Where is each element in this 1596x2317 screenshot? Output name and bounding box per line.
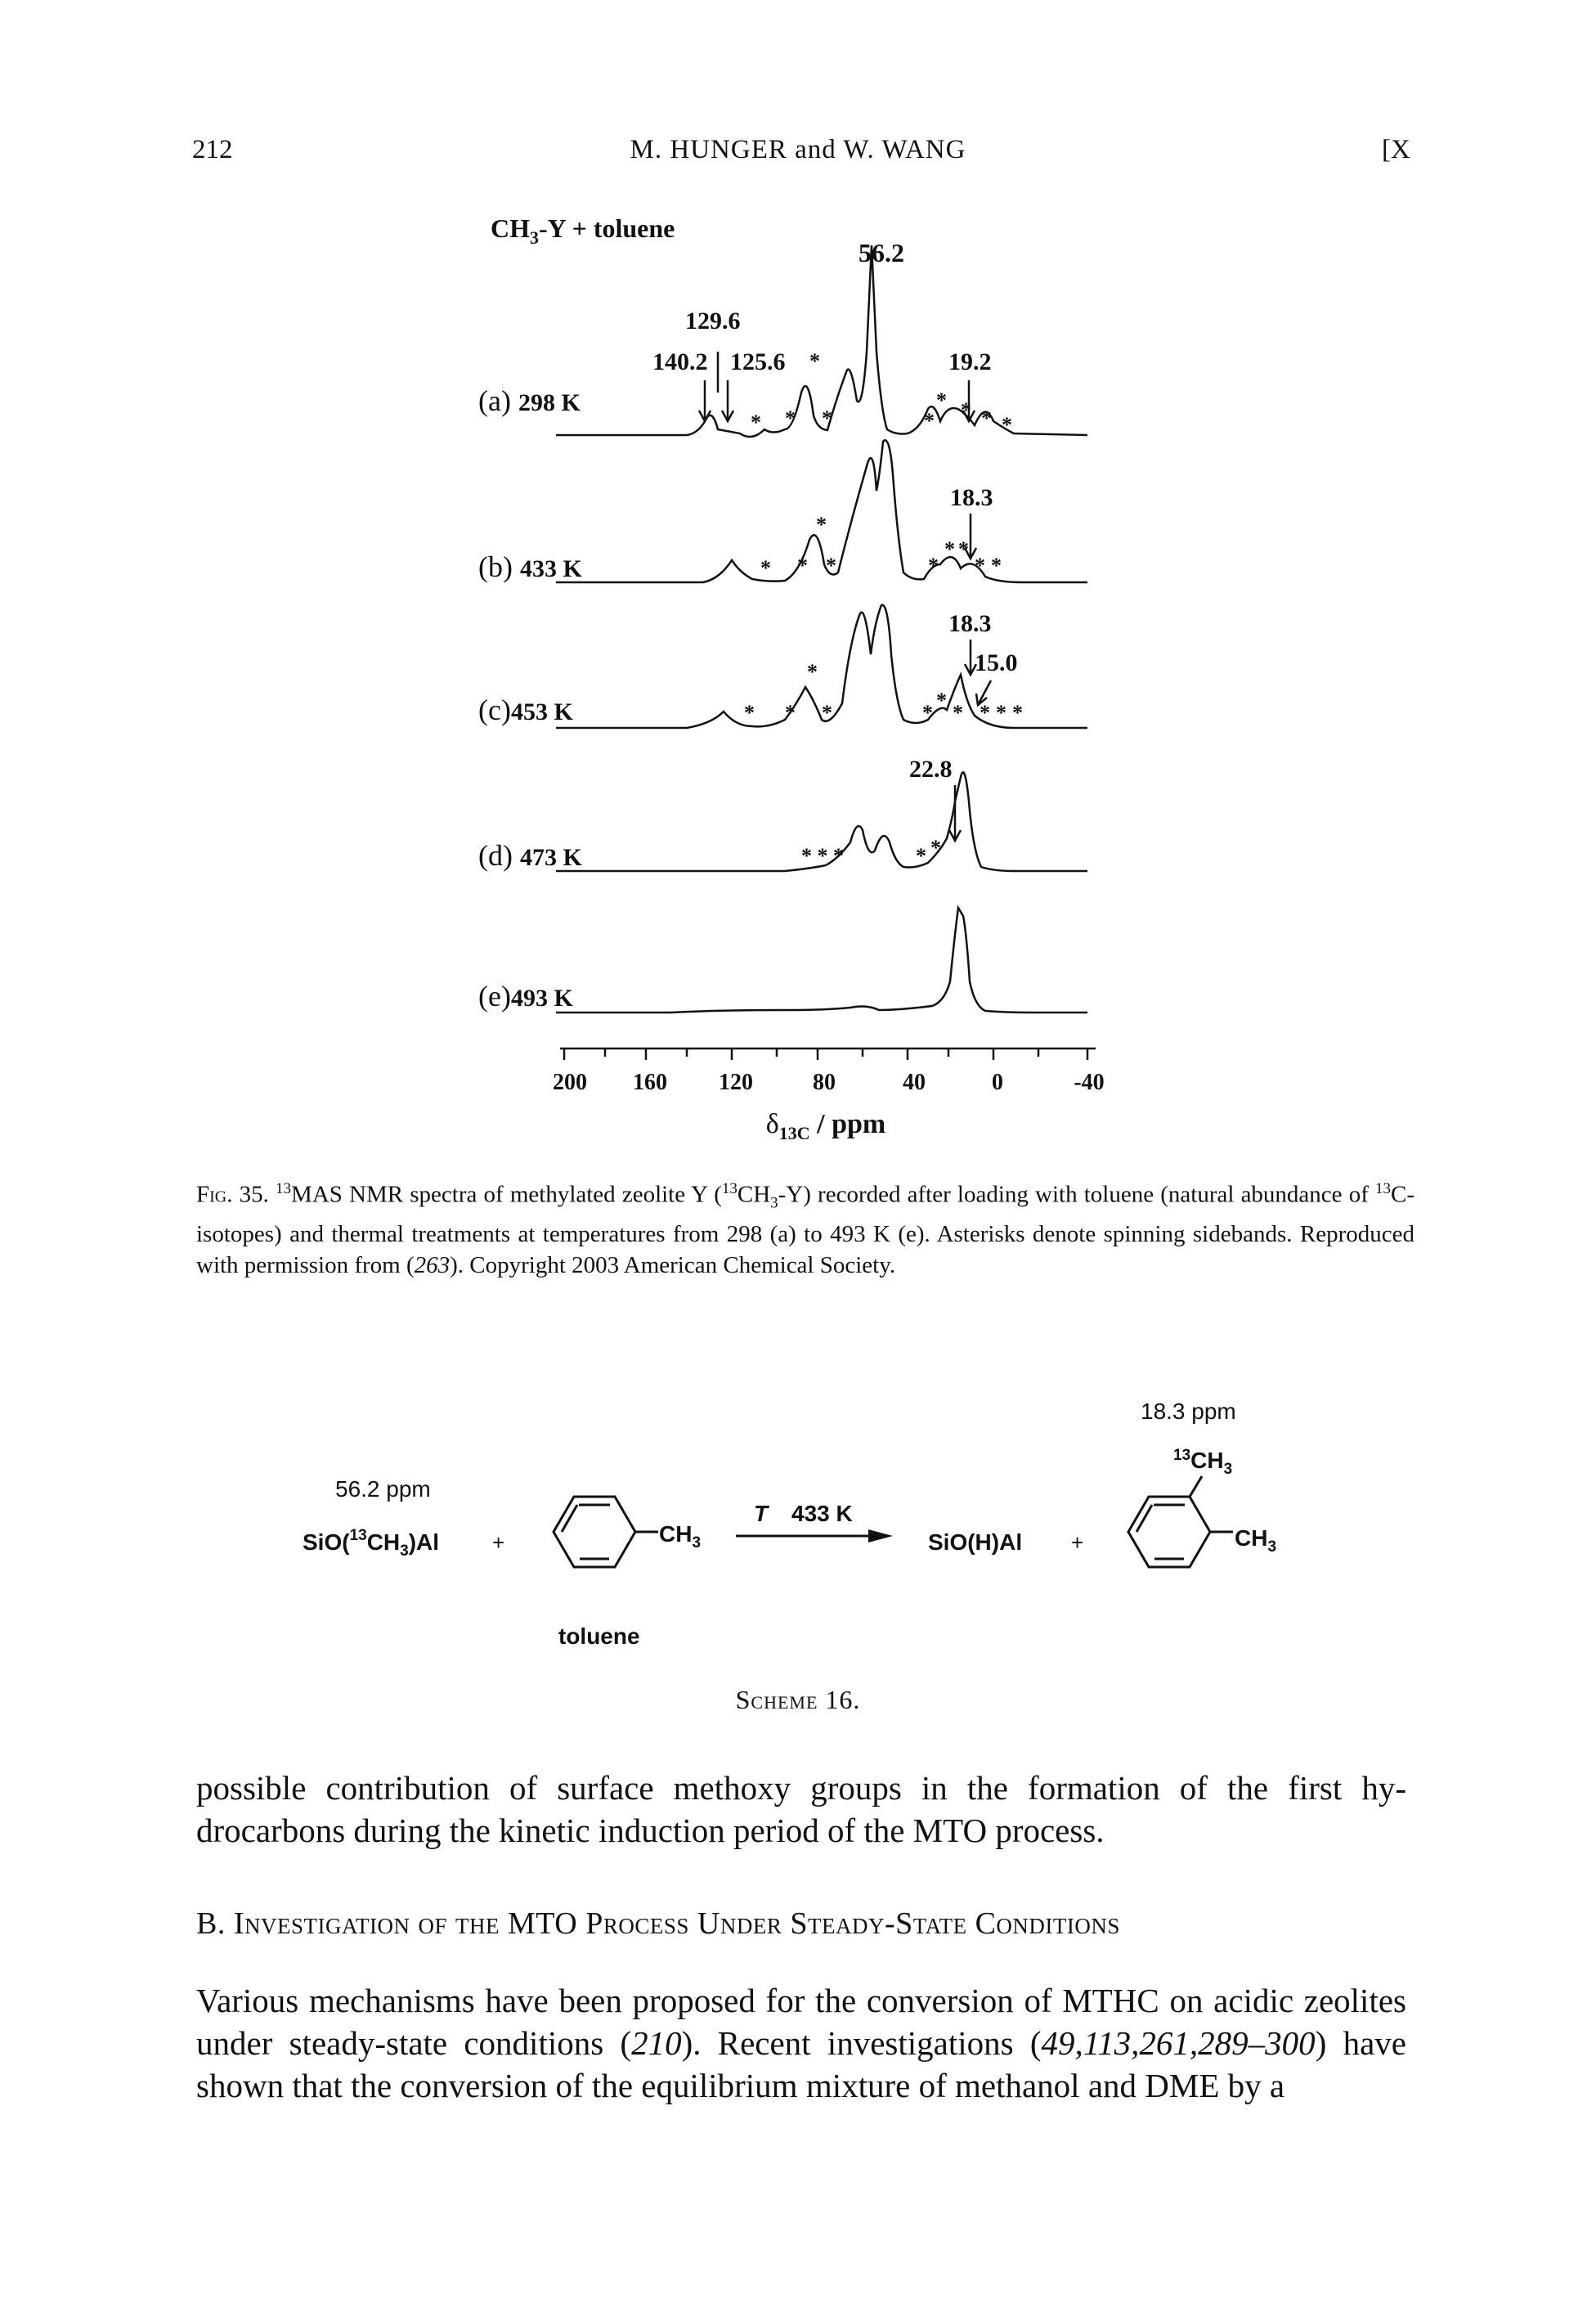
svg-text:*: * [981, 406, 992, 430]
svg-text:*: * [958, 537, 969, 561]
svg-text:*: * [936, 689, 947, 712]
svg-text:*: * [924, 409, 935, 433]
paragraph-2: Various mechanisms have been proposed fo… [196, 1982, 1406, 2104]
tick-label-160: 160 [633, 1070, 667, 1095]
toluene-ring [552, 1495, 658, 1569]
svg-text:*: * [797, 554, 808, 577]
svg-text:*: * [1012, 701, 1023, 725]
figure-title: CH3-Y + toluene [491, 213, 675, 248]
section-heading: B. Investigation of the MTO Process Unde… [196, 1906, 1120, 1941]
scheme-plus-1: + [492, 1530, 504, 1555]
svg-text:*: * [785, 701, 796, 725]
svg-text:*: * [785, 406, 796, 430]
x-axis-label: δ13C / ppm [766, 1109, 886, 1143]
spectrum-a-trace [556, 245, 1088, 438]
spectrum-b-trace [556, 439, 1087, 584]
nmr-spectra-figure: CH3-Y + toluene 56.2 (a) 298 K (b) 433 K… [478, 213, 1105, 1143]
scheme-reactant1: SiO(13CH3)Al [303, 1527, 439, 1560]
scheme-product1: SiO(H)Al [928, 1529, 1022, 1555]
annot-a-129: 129.6 [685, 308, 741, 335]
svg-text:* * *: * * * [801, 844, 844, 868]
svg-text:*: * [751, 411, 761, 434]
running-header-authors: M. HUNGER and W. WANG [630, 135, 966, 164]
annot-a-19: 19.2 [948, 348, 992, 375]
svg-text:*: * [953, 701, 963, 725]
svg-text:*: * [936, 388, 947, 412]
svg-text:*: * [826, 554, 836, 577]
spectrum-label-a: (a) 298 K [478, 384, 581, 417]
scheme-right-ppm: 18.3 ppm [1141, 1399, 1236, 1424]
annot-a-140: 140.2 [652, 348, 708, 375]
svg-text:*: * [822, 406, 832, 430]
svg-text:*: * [1002, 413, 1012, 437]
svg-text:*: * [961, 398, 971, 422]
figure-caption: Fig. 35. 13MAS NMR spectra of methylated… [196, 1180, 1415, 1279]
scheme-left-ppm: 56.2 ppm [335, 1476, 431, 1502]
tick-label-200: 200 [553, 1070, 587, 1095]
annot-c-18: 18.3 [948, 610, 992, 637]
xylene-ring [1127, 1475, 1233, 1569]
svg-text:*: * [930, 836, 941, 860]
toluene-ch3: CH3 [659, 1521, 701, 1551]
tick-label-80: 80 [813, 1070, 836, 1095]
tick-label-minus40: -40 [1074, 1070, 1104, 1095]
svg-text:*: * [822, 701, 832, 725]
tick-label-40: 40 [903, 1070, 926, 1095]
reaction-scheme: 56.2 ppm SiO(13CH3)Al + CH3 toluene T 43… [303, 1399, 1276, 1649]
spectrum-e-trace [556, 905, 1087, 1014]
svg-text:*: * [760, 556, 771, 580]
svg-text:*: * [975, 554, 985, 577]
arrow-temp: 433 K [791, 1501, 853, 1526]
xylene-ch3: CH3 [1235, 1525, 1276, 1556]
spectrum-label-b: (b) 433 K [478, 550, 582, 583]
peak-label-56: 56.2 [859, 238, 904, 267]
annot-a-125: 125.6 [730, 348, 786, 375]
annot-d-22: 22.8 [909, 756, 953, 783]
spectrum-c-trace [556, 604, 1087, 730]
svg-text:*: * [928, 554, 939, 577]
spectrum-label-d: (d) 473 K [478, 839, 582, 872]
page-number: 212 [192, 135, 233, 164]
svg-text:*: * [996, 701, 1006, 725]
spectrum-label-e: (e)493 K [478, 980, 573, 1013]
spectrum-d-trace [556, 771, 1087, 873]
svg-text:*: * [916, 844, 926, 868]
svg-text:*: * [944, 537, 955, 561]
svg-text:*: * [980, 701, 990, 725]
scheme-plus-2: + [1071, 1530, 1083, 1555]
svg-text:*: * [922, 701, 933, 725]
svg-text:*: * [744, 701, 755, 725]
svg-text:*: * [816, 513, 827, 537]
scheme-label: Scheme 16. [735, 1685, 861, 1714]
tick-label-0: 0 [992, 1070, 1003, 1095]
paragraph-1: possible contribution of surface methoxy… [196, 1769, 1406, 1849]
arrow-temp-T: T [754, 1501, 770, 1526]
svg-text:*: * [809, 349, 820, 373]
running-header-section: [X [1382, 135, 1410, 164]
xylene-13ch3: 13CH3 [1173, 1447, 1232, 1478]
svg-text:*: * [991, 554, 1002, 577]
toluene-label: toluene [558, 1623, 640, 1649]
tick-label-120: 120 [719, 1070, 753, 1095]
spectrum-label-c: (c)453 K [478, 694, 573, 726]
annot-b-18: 18.3 [950, 484, 993, 511]
annot-c-15: 15.0 [975, 649, 1018, 676]
svg-text:*: * [807, 660, 818, 684]
